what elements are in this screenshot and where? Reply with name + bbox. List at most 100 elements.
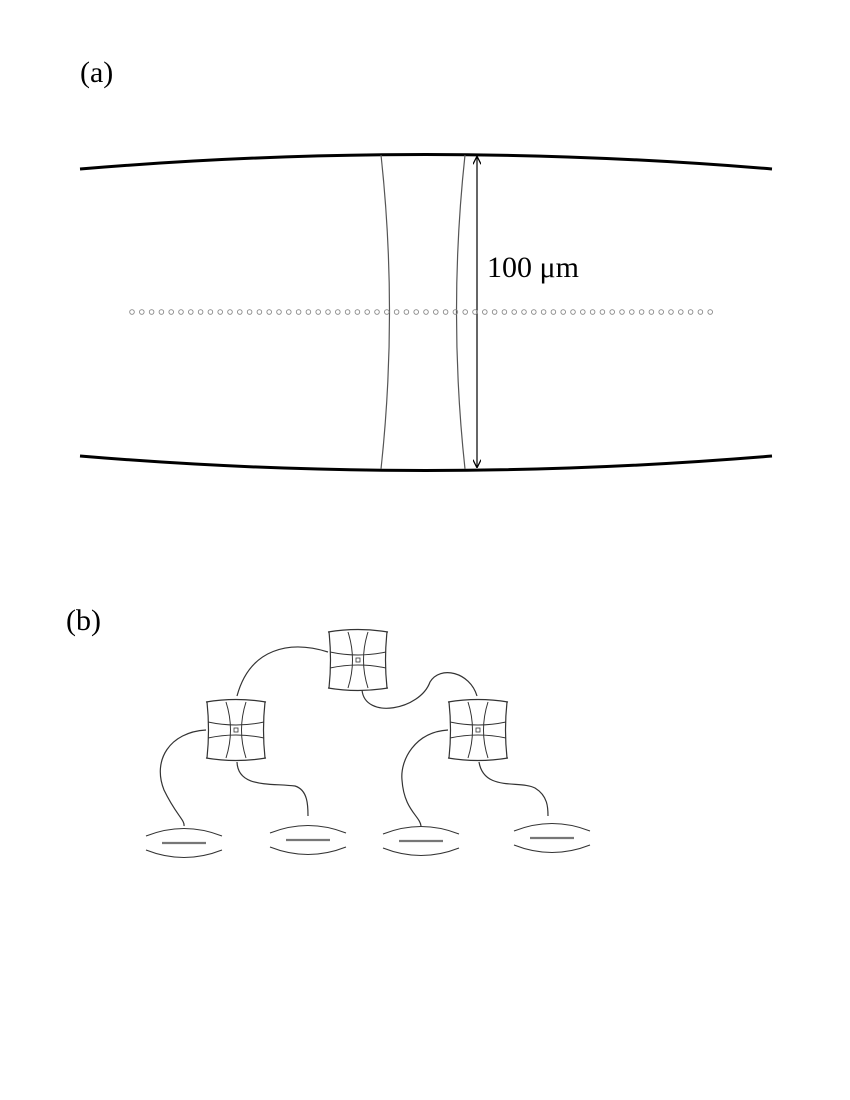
dot-marker <box>188 309 194 315</box>
connector-left-to-leaf1 <box>159 729 207 827</box>
channel-bottom-wall <box>79 454 773 472</box>
cross-section-left-curve <box>380 154 391 470</box>
dot-marker <box>403 309 410 315</box>
dot-marker <box>315 309 321 315</box>
cell-wall <box>205 698 267 762</box>
dot-marker <box>168 309 174 315</box>
leaf-bottom-arc <box>382 847 460 856</box>
dot-marker <box>658 309 664 315</box>
dot-marker <box>452 309 459 315</box>
dot-marker <box>619 309 625 315</box>
dot-marker <box>276 309 282 315</box>
dot-marker <box>531 309 537 315</box>
cell-inner-curve <box>347 631 369 689</box>
dot-marker <box>364 309 370 315</box>
connector-top-to-right <box>361 672 478 709</box>
dot-marker <box>197 309 204 315</box>
dot-marker <box>423 309 429 315</box>
panel-b-label: (b) <box>66 604 101 637</box>
dot-marker <box>491 309 498 315</box>
leaf-top-arc <box>269 825 347 834</box>
cell-side <box>206 701 266 759</box>
leaf-3 <box>382 826 460 856</box>
leaf-bottom-arc <box>269 846 347 855</box>
dot-marker <box>482 309 488 315</box>
dot-marker <box>678 309 684 315</box>
dot-marker <box>521 309 527 315</box>
dot-marker <box>305 309 312 315</box>
leaf-top-arc <box>513 823 591 832</box>
cell-inner-curve <box>207 721 265 739</box>
dot-marker <box>237 309 243 315</box>
cell-center-square <box>355 657 361 663</box>
dot-marker <box>295 309 302 315</box>
dot-marker <box>148 309 155 315</box>
dot-marker <box>139 309 145 315</box>
cell-center-square <box>233 727 239 733</box>
panel-a-label: (a) <box>80 56 114 89</box>
dot-marker <box>413 309 419 315</box>
cell-inner-curve <box>225 701 247 759</box>
dot-marker <box>668 309 674 315</box>
dot-marker <box>501 309 508 315</box>
connector-top-to-left <box>236 646 329 697</box>
cell-center-square <box>475 727 481 733</box>
dot-marker <box>599 309 606 315</box>
dot-marker <box>335 309 341 315</box>
dot-marker <box>286 309 292 315</box>
dot-marker <box>256 309 263 315</box>
cell-side <box>448 701 508 759</box>
dot-marker <box>697 309 704 315</box>
connector-right-to-leaf3 <box>401 729 449 827</box>
cell-inner-curve <box>329 651 387 669</box>
leaf-2 <box>269 825 347 855</box>
dot-marker <box>227 309 233 315</box>
dot-marker <box>442 309 449 315</box>
cell-right <box>447 698 509 762</box>
dot-marker <box>589 309 596 315</box>
leaf-1 <box>145 828 223 858</box>
cell-inner-curve <box>449 721 507 739</box>
leaf-top-arc <box>382 826 460 835</box>
dot-marker <box>217 309 223 315</box>
dot-marker <box>158 309 165 315</box>
connector-left-to-leaf2 <box>236 761 309 817</box>
leaf-bottom-arc <box>513 844 591 853</box>
cell-wall <box>327 628 389 692</box>
dot-marker <box>393 309 400 315</box>
channel-top-wall <box>79 153 773 171</box>
leaf-top-arc <box>145 828 223 837</box>
cell-top <box>327 628 389 692</box>
dot-marker <box>266 309 272 315</box>
dot-marker <box>462 309 468 315</box>
leaf-4 <box>513 823 591 853</box>
leaf-bottom-arc <box>145 849 223 858</box>
dot-marker <box>374 309 380 315</box>
dot-marker <box>707 309 713 315</box>
dot-row <box>129 309 713 315</box>
dot-marker <box>344 309 351 315</box>
cell-left <box>205 698 267 762</box>
dot-marker <box>648 309 655 315</box>
hierarchy-panel-b <box>145 628 591 858</box>
dot-marker <box>354 309 361 315</box>
dot-marker <box>384 309 390 315</box>
cell-wall <box>447 698 509 762</box>
dot-marker <box>638 309 645 315</box>
dot-marker <box>687 309 694 315</box>
cross-section-right-curve <box>455 154 466 470</box>
dot-marker <box>629 309 635 315</box>
dot-marker <box>325 309 331 315</box>
dot-marker <box>472 309 478 315</box>
dot-marker <box>207 309 214 315</box>
connector-right-to-leaf4 <box>478 761 549 817</box>
cell-side <box>328 631 388 689</box>
dot-marker <box>246 309 253 315</box>
dot-marker <box>129 309 135 315</box>
cell-inner-curve <box>467 701 489 759</box>
dot-marker <box>550 309 557 315</box>
dimension-label: 100 μm <box>487 251 579 284</box>
dot-marker <box>540 309 547 315</box>
dot-marker <box>580 309 586 315</box>
